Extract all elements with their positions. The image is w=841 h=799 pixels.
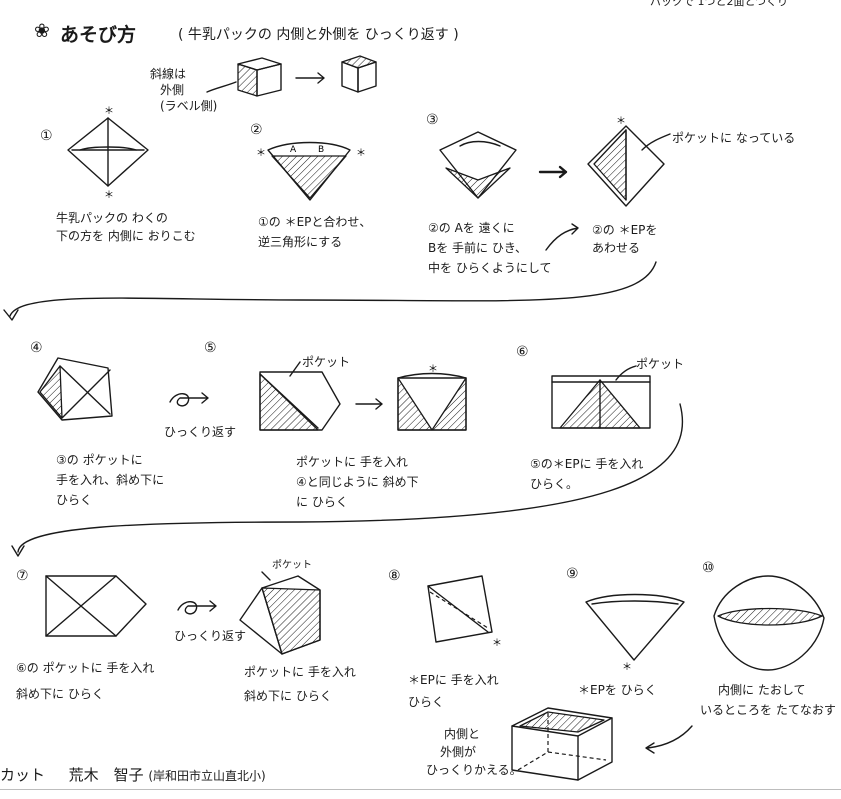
step-7-number: ⑦ — [16, 568, 29, 584]
step-5-text-2: ④と同じように 斜め下 — [296, 475, 419, 489]
step-9-text-1: ＊EPを ひらく — [578, 683, 657, 697]
step-2-text-2: 逆三角形にする — [258, 235, 343, 249]
credit-affiliation: (岸和田市立山直北小) — [148, 769, 266, 783]
step-7b-text-1: ポケットに 手を入れ — [244, 665, 356, 679]
step-8-text-1: ＊EPに 手を入れ — [408, 673, 499, 687]
step-7-text-1: ⑥の ポケットに 手を入れ — [16, 661, 155, 675]
step-1-drawing: ＊ ＊ — [67, 106, 149, 201]
svg-text:＊: ＊ — [104, 190, 114, 201]
intro-label-1: 斜線は — [150, 67, 187, 81]
step-7-text-2: 斜め下に ひらく — [16, 687, 104, 701]
step-7-flip-arrow — [177, 600, 217, 615]
step-7b-text-2: 斜め下に ひらく — [244, 689, 332, 703]
step-6-text-1: ⑤の＊EPに 手を入れ — [530, 457, 644, 471]
credit-name: 荒木 智子 — [68, 766, 144, 784]
top-right-note: パックで 1つと2面とつくり — [650, 0, 789, 8]
intro-open-box — [206, 57, 282, 97]
step-3b-note: ポケットに なっている — [672, 131, 796, 145]
step-9-number: ⑨ — [566, 566, 579, 582]
svg-text:＊: ＊ — [492, 638, 502, 649]
svg-text:＊: ＊ — [622, 662, 632, 673]
step-1-text-1: 牛乳パックの わくの — [56, 211, 168, 225]
page-subtitle: ( 牛乳パックの 内側と外側を ひっくり返す ) — [178, 27, 459, 43]
intro-label-2: 外側 — [160, 83, 185, 97]
svg-text:＊: ＊ — [428, 364, 438, 375]
final-box-drawing — [511, 707, 613, 781]
step-3-text-3: 中を ひらくようにして — [428, 261, 552, 275]
final-text-3: ひっくりかえる。 — [426, 763, 522, 777]
step-4-text-3: ひらく — [56, 493, 93, 507]
svg-text:＊: ＊ — [616, 116, 626, 127]
step-1-text-2: 下の方を 内側に おりこむ — [56, 229, 196, 243]
step-2-number: ② — [250, 122, 263, 138]
credit-prefix: カット — [0, 766, 46, 784]
bottom-divider — [0, 789, 841, 790]
step-3b-pointer — [545, 223, 579, 251]
step-5-note: ポケット — [302, 355, 351, 369]
flip-label-1: ひっくり返す — [164, 425, 237, 439]
step-1-number: ① — [40, 128, 53, 144]
page-title: あそび方 — [60, 24, 137, 46]
step-3b-text-1: ②の ＊EPを — [592, 223, 658, 237]
flip-label-2: ひっくり返す — [174, 629, 247, 643]
step-3-drawing — [439, 131, 517, 199]
step-8-drawing: ＊ — [427, 575, 502, 649]
svg-text:＊: ＊ — [256, 148, 266, 159]
step-3b-drawing: ＊ — [587, 116, 671, 207]
final-text-2: 外側が — [440, 745, 477, 759]
step-4-number: ④ — [30, 340, 43, 356]
step-5-text-1: ポケットに 手を入れ — [296, 455, 408, 469]
step-6-note: ポケット — [636, 357, 685, 371]
step-5b-drawing: ＊ — [397, 364, 467, 431]
credit-line: カット 荒木 智子 (岸和田市立山直北小) — [0, 764, 266, 785]
final-text-1: 内側と — [444, 727, 481, 741]
step-4-text-2: 手を入れ、斜め下に — [56, 473, 165, 487]
step-10-text-2: いるところを たてなおす — [700, 703, 836, 717]
step-7b-note: ポケット — [272, 560, 312, 571]
step-6-text-2: ひらく。 — [530, 477, 579, 491]
connector-curve-2 — [11, 403, 684, 557]
step-10-text-1: 内側に たおして — [718, 683, 806, 697]
intro-arrow — [295, 72, 325, 84]
svg-text:＊: ＊ — [104, 106, 114, 117]
step-10-arrow — [645, 725, 693, 754]
step-7b-drawing — [239, 571, 321, 655]
step-5-number: ⑤ — [204, 340, 217, 356]
intro-closed-box — [341, 55, 377, 93]
step-6-number: ⑥ — [516, 344, 529, 360]
connector-curve-1 — [3, 261, 657, 321]
mark-A: A — [290, 145, 297, 155]
step-8-text-2: ひらく — [408, 695, 445, 709]
svg-text:＊: ＊ — [356, 148, 366, 159]
step-4-text-1: ③の ポケットに — [56, 453, 143, 467]
step-10-number: ⑩ — [702, 560, 715, 576]
step-10-drawing — [713, 575, 825, 671]
step-3-text-1: ②の Aを 遠くに — [428, 221, 515, 235]
step-2-drawing: ＊ ＊ A B — [256, 141, 366, 201]
step-2-text-1: ①の ＊EPと合わせ、 — [258, 215, 372, 229]
step-4-flip-arrow — [169, 392, 209, 407]
step-5-arrow — [355, 398, 383, 410]
step-8-number: ⑧ — [388, 568, 401, 584]
step-3-number: ③ — [426, 112, 439, 128]
paw-icon: ❀ — [34, 20, 50, 42]
step-5-drawing — [259, 361, 341, 431]
step-9-drawing: ＊ — [585, 593, 685, 673]
step-6-drawing — [551, 365, 651, 429]
step-3-arrow — [538, 165, 568, 179]
intro-label-3: (ラベル側) — [160, 99, 218, 113]
step-4-drawing — [37, 357, 113, 421]
step-7-drawing — [45, 575, 147, 637]
mark-B: B — [318, 145, 324, 155]
step-3b-text-2: あわせる — [592, 241, 641, 255]
step-5-text-3: に ひらく — [296, 495, 348, 509]
step-3-text-2: Bを 手前に ひき、 — [428, 241, 528, 255]
